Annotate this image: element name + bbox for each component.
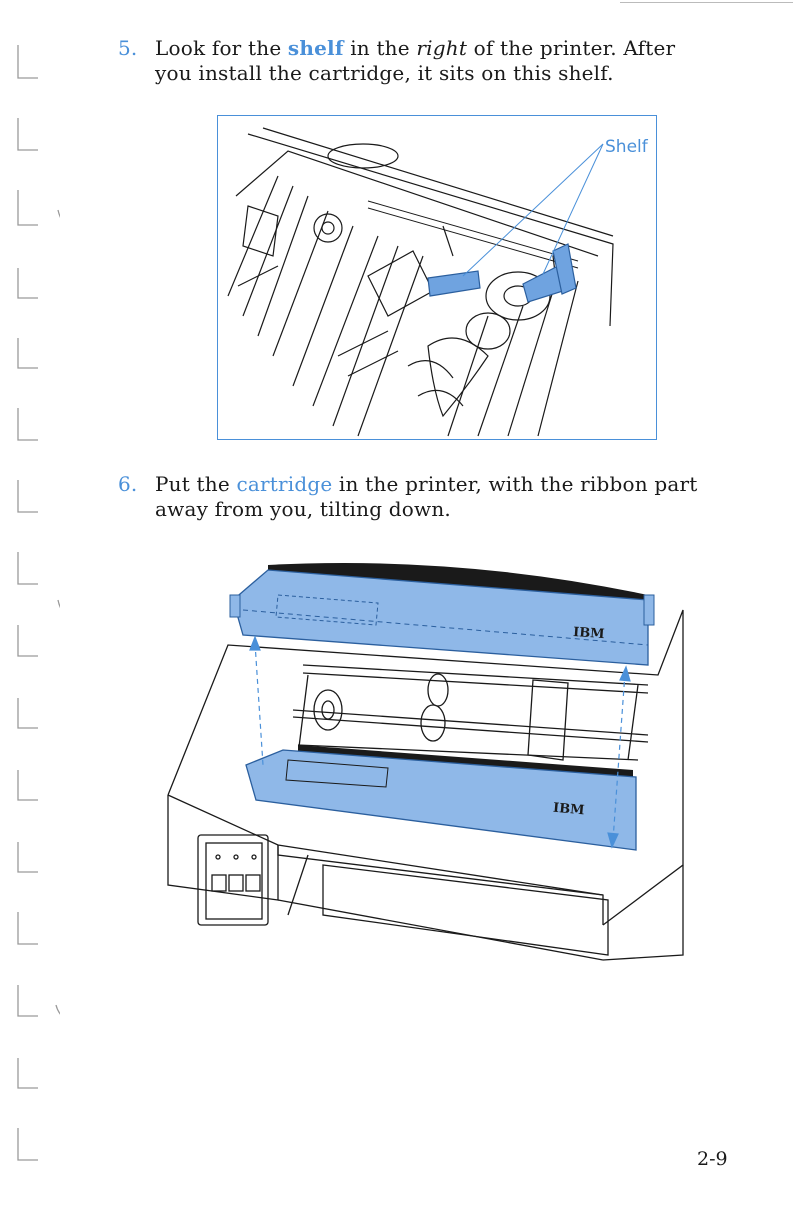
cartridge-term: cartridge <box>236 472 332 496</box>
page-number: 2-9 <box>697 1148 728 1170</box>
shelf-piece-left <box>428 271 480 296</box>
emphasis-right: right <box>416 36 467 60</box>
step-number: 6. <box>118 472 137 497</box>
step-text: Put the cartridge in the printer, with t… <box>155 472 755 522</box>
text-run: Put the <box>155 472 236 496</box>
figure-shelf-diagram <box>217 115 657 440</box>
step-line-2: away from you, tilting down. <box>155 497 755 522</box>
step-line-2: you install the cartridge, it sits on th… <box>155 61 755 86</box>
shelf-callout-label: Shelf <box>605 137 648 157</box>
ibm-label-upper: IBM <box>573 625 605 642</box>
step-line-1: Look for the shelf in the right of the p… <box>155 36 755 61</box>
figure-cartridge-install: IBM IBM <box>158 555 698 985</box>
binder-margin-marks <box>0 0 60 1224</box>
step-line-1: Put the cartridge in the printer, with t… <box>155 472 755 497</box>
text-run: in the printer, with the ribbon part <box>332 472 697 496</box>
ibm-label-lower: IBM <box>552 801 585 819</box>
text-run: of the printer. After <box>467 36 675 60</box>
text-run: in the <box>344 36 417 60</box>
top-rule <box>620 2 793 3</box>
printer-interior-illustration <box>218 116 657 440</box>
step-text: Look for the shelf in the right of the p… <box>155 36 755 86</box>
text-run: Look for the <box>155 36 288 60</box>
cartridge-lower <box>246 750 636 850</box>
step-number: 5. <box>118 36 137 61</box>
shelf-term: shelf <box>288 36 344 60</box>
